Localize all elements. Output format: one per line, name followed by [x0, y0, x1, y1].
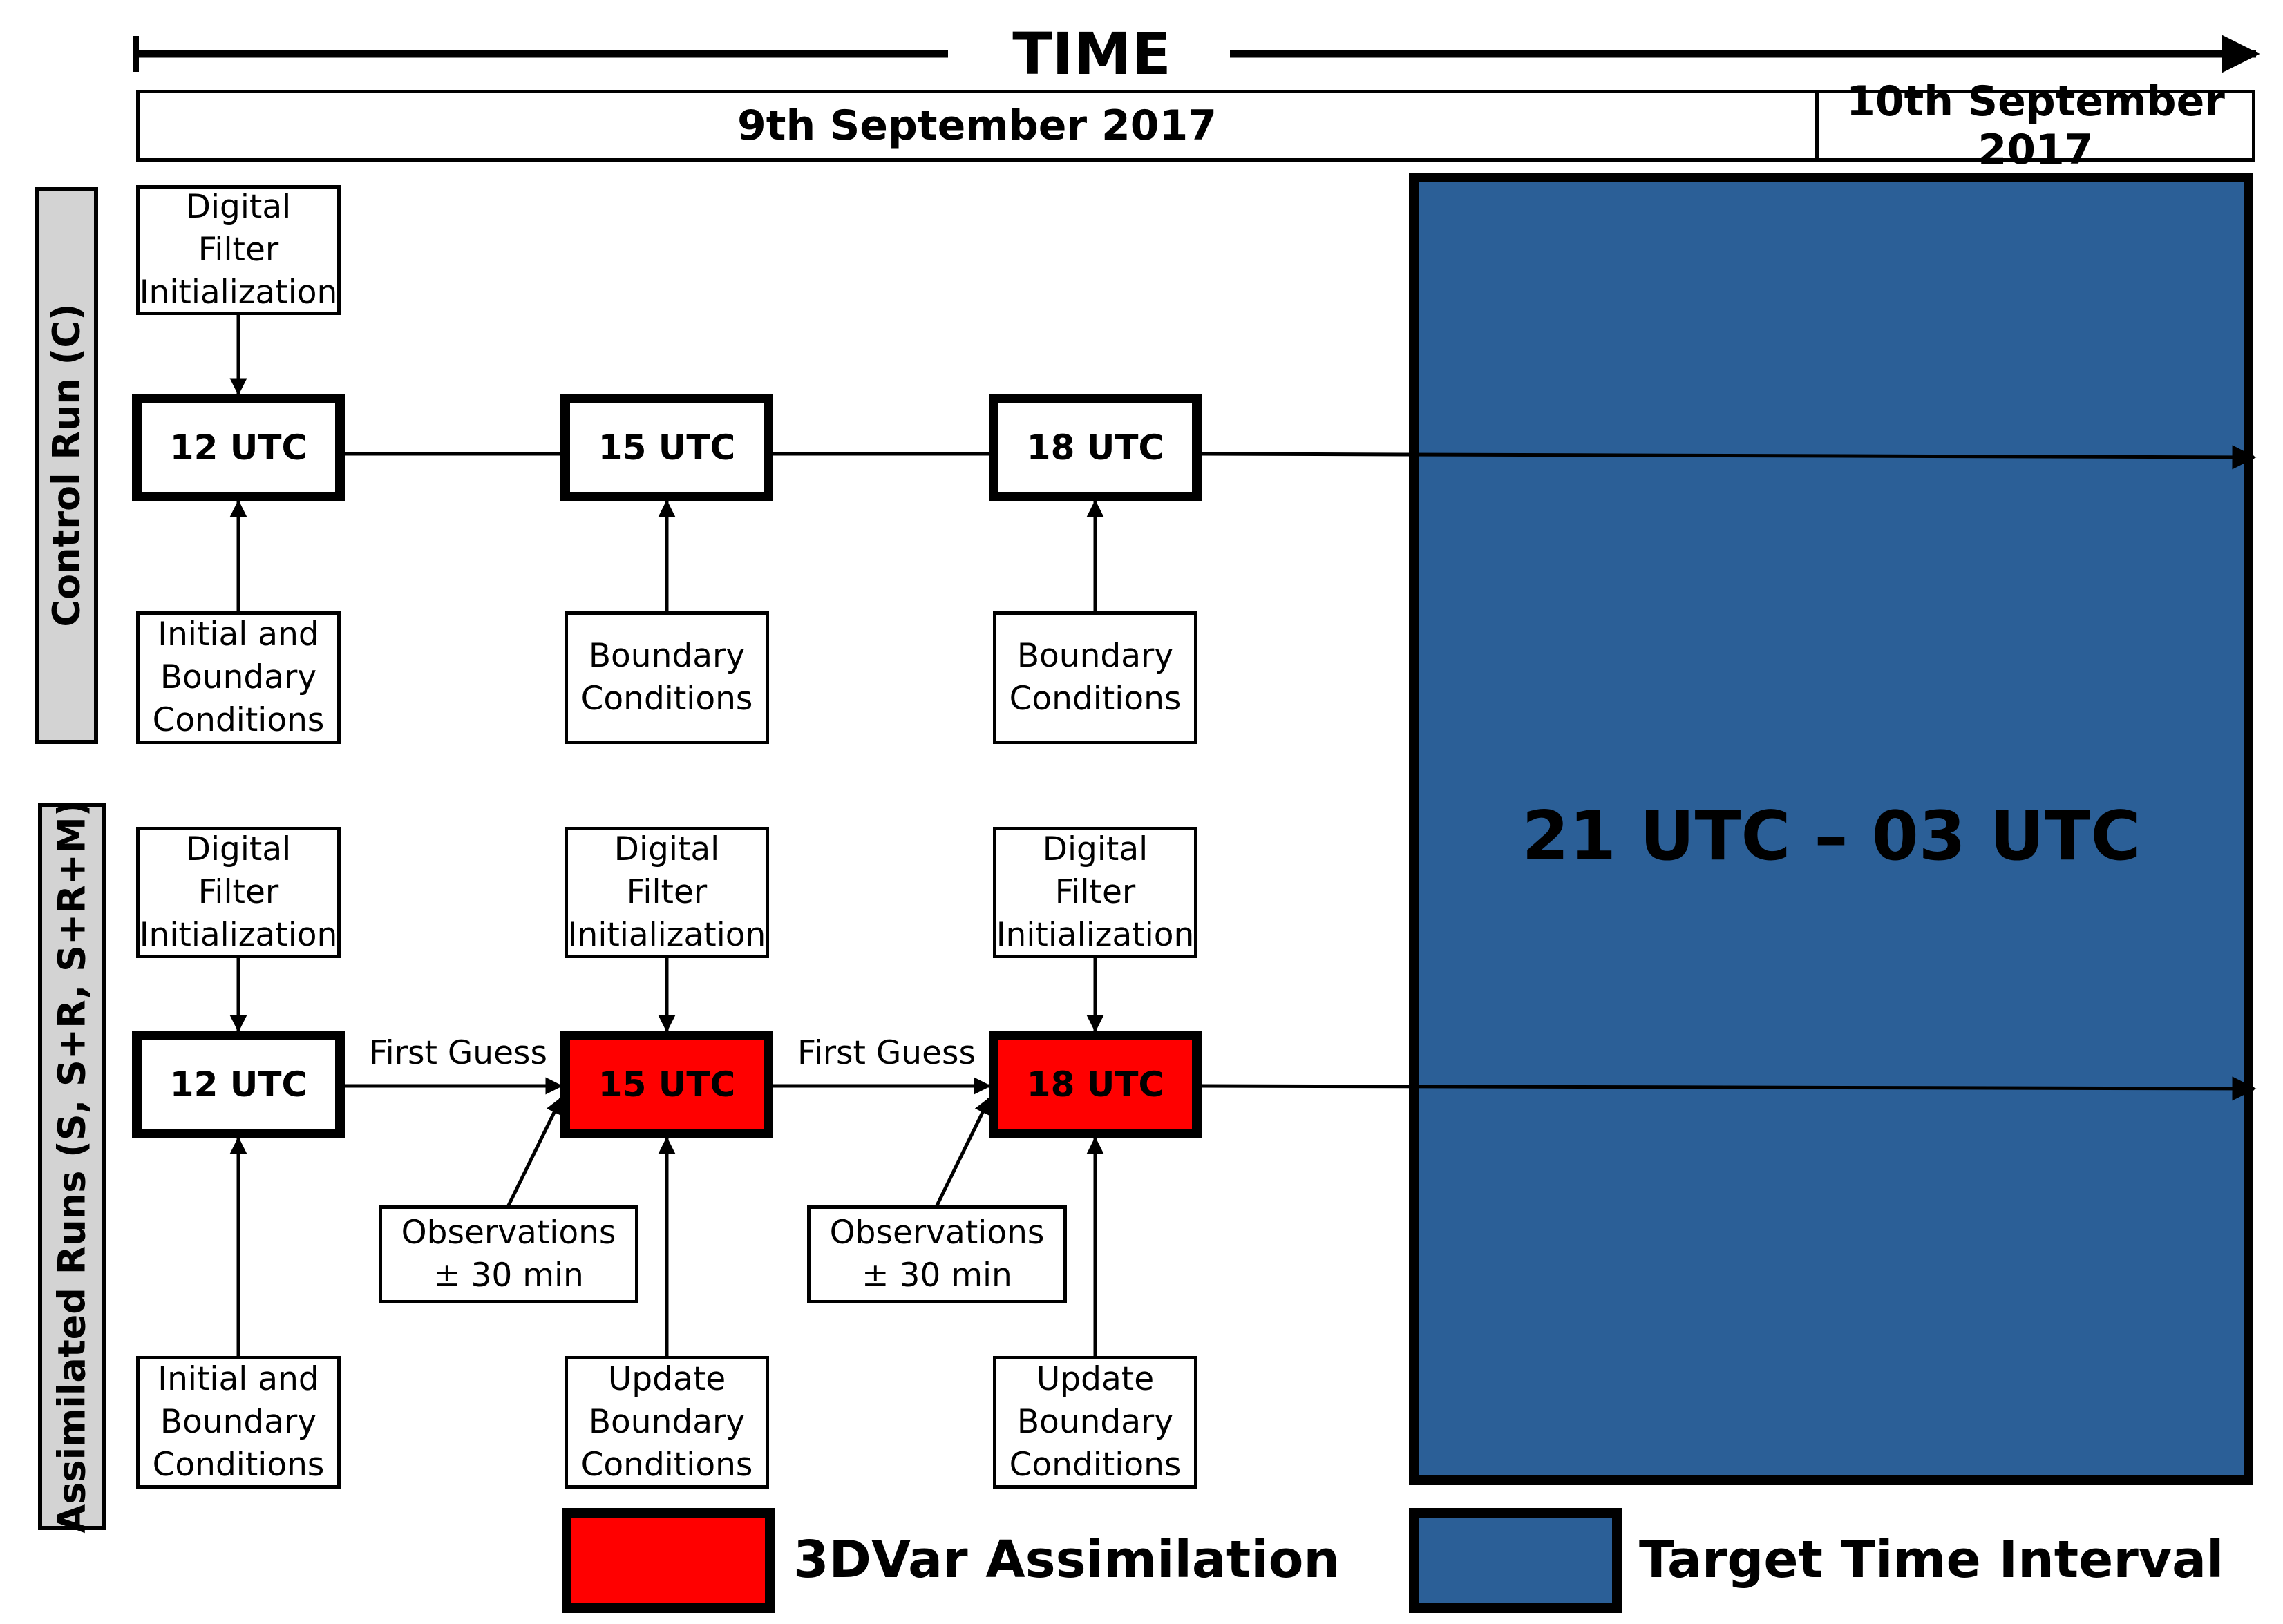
legend-3dvar-swatch: [562, 1508, 775, 1613]
control-18-utc-box: 18 UTC: [989, 394, 1202, 501]
control-run-side-label: Control Run (C): [35, 187, 98, 744]
date-label-9-sept: 9th September 2017: [737, 102, 1217, 150]
control-15-utc-box: 15 UTC: [560, 394, 773, 501]
assim-12-utc-box: 12 UTC: [132, 1031, 345, 1138]
date-bar-9-sept: 9th September 2017: [136, 90, 1818, 162]
legend-target-label: Target Time Interval: [1639, 1530, 2224, 1589]
assim-15-utc-box: 15 UTC: [560, 1031, 773, 1138]
first-guess-label-1: First Guess: [369, 1034, 547, 1072]
observations-18-box: Observations ± 30 min: [807, 1205, 1067, 1303]
control-initial-boundary-conditions-box: Initial and Boundary Conditions: [136, 611, 341, 744]
assim-initial-boundary-conditions-box: Initial and Boundary Conditions: [136, 1356, 341, 1489]
assim-18-utc-box: 18 UTC: [989, 1031, 1202, 1138]
legend-3dvar-label: 3DVar Assimilation: [793, 1530, 1341, 1589]
assimilated-run-forecast-arrow: [1199, 1076, 2257, 1101]
target-time-interval-label: 21 UTC – 03 UTC: [1522, 797, 2141, 876]
control-dfi-box: Digital Filter Initialization: [136, 185, 341, 315]
assim-dfi-12-box: Digital Filter Initialization: [136, 827, 341, 958]
time-label: TIME: [1012, 20, 1171, 88]
assim-dfi-18-box: Digital Filter Initialization: [993, 827, 1197, 958]
legend-target-swatch: [1409, 1508, 1622, 1613]
control-run-links: [229, 315, 1104, 611]
assimilated-runs-side-label: Assimilated Runs (S, S+R, S+R+M): [38, 800, 106, 1533]
update-boundary-conditions-18-box: Update Boundary Conditions: [993, 1356, 1197, 1489]
assim-dfi-15-box: Digital Filter Initialization: [565, 827, 769, 958]
date-label-10-sept: 10th September 2017: [1846, 77, 2225, 174]
control-boundary-conditions-15-box: Boundary Conditions: [565, 611, 769, 744]
update-boundary-conditions-15-box: Update Boundary Conditions: [565, 1356, 769, 1489]
observations-15-box: Observations ± 30 min: [379, 1205, 638, 1303]
assimilated-run-links: [229, 958, 1104, 1356]
first-guess-label-2: First Guess: [797, 1034, 976, 1072]
time-axis: [133, 35, 2260, 73]
control-12-utc-box: 12 UTC: [132, 394, 345, 501]
control-run-forecast-arrow: [1199, 445, 2257, 470]
date-bar-10-sept: 10th September 2017: [1816, 77, 2255, 174]
control-boundary-conditions-18-box: Boundary Conditions: [993, 611, 1197, 744]
target-time-interval-block: 21 UTC – 03 UTC: [1409, 173, 2253, 1485]
